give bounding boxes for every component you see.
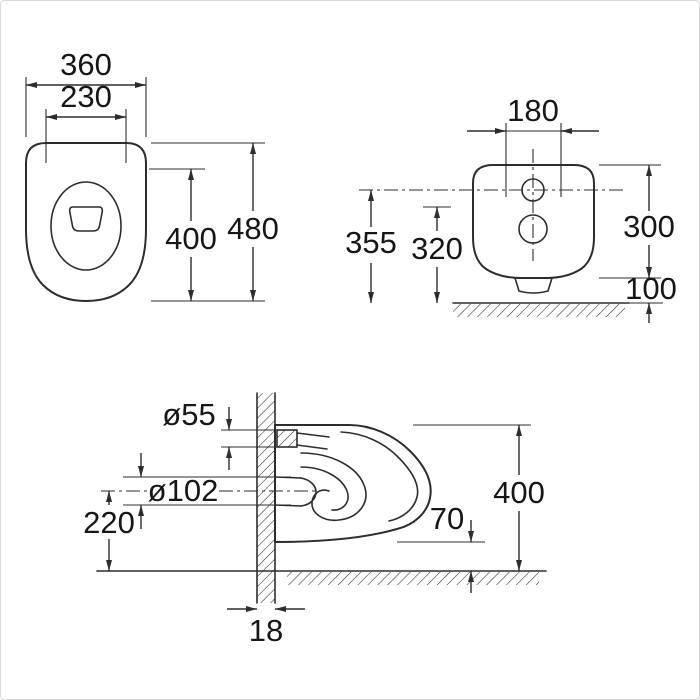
dim-side-outlet-axis-height: 220 bbox=[83, 491, 135, 571]
dim-label-300: 300 bbox=[623, 209, 675, 244]
side-trap-curve-outer bbox=[300, 452, 367, 522]
dim-side-outlet-diameter: ø102 bbox=[123, 453, 291, 529]
dim-label-230: 230 bbox=[60, 79, 112, 114]
dim-label-355: 355 bbox=[345, 225, 397, 260]
side-trap-curve-inner bbox=[300, 466, 349, 511]
dim-label-d102: ø102 bbox=[148, 473, 219, 508]
ground-hatch bbox=[287, 572, 539, 585]
dim-plan-hinge-centers: 230 bbox=[45, 79, 127, 163]
side-view: ø55 ø102 220 70 400 bbox=[83, 392, 547, 648]
inlet-pipe bbox=[276, 429, 298, 448]
front-body-outline bbox=[472, 164, 595, 279]
dim-label-180: 180 bbox=[507, 93, 559, 128]
dim-label-70: 70 bbox=[430, 501, 464, 536]
front-ground bbox=[452, 302, 663, 317]
plan-bowl-outline bbox=[25, 142, 147, 302]
dim-label-220: 220 bbox=[83, 505, 135, 540]
dim-front-top-height: 355 bbox=[345, 190, 397, 303]
front-view: 180 355 320 300 100 bbox=[345, 93, 677, 323]
wall-hatch bbox=[257, 393, 275, 603]
side-rim-line bbox=[340, 431, 419, 522]
inlet-line bbox=[296, 432, 330, 438]
dim-front-bottom-clearance: 100 bbox=[625, 271, 677, 323]
dim-label-18: 18 bbox=[249, 613, 283, 648]
dim-side-overall-height: 400 bbox=[413, 424, 545, 571]
side-ground bbox=[96, 570, 547, 585]
dim-label-100: 100 bbox=[625, 271, 677, 306]
outlet-bend bbox=[300, 477, 317, 507]
dim-side-front-clearance: 70 bbox=[397, 501, 485, 593]
plan-seat-opening bbox=[50, 181, 122, 271]
dim-side-inlet-diameter: ø55 bbox=[162, 397, 281, 470]
inlet-line bbox=[296, 444, 328, 450]
dim-front-fixing-centers: 180 bbox=[467, 93, 599, 197]
ground-hatch bbox=[453, 304, 625, 317]
dim-side-wall-offset: 18 bbox=[227, 606, 305, 648]
front-outlet-foot bbox=[514, 277, 553, 294]
dim-label-360: 360 bbox=[60, 47, 112, 82]
dim-plan-overall-depth: 480 bbox=[151, 142, 279, 302]
dim-plan-bowl-depth: 400 bbox=[149, 168, 217, 301]
dim-label-400: 400 bbox=[165, 221, 217, 256]
dim-label-320: 320 bbox=[411, 231, 463, 266]
dim-label-400-side: 400 bbox=[493, 475, 545, 510]
dim-label-d55: ø55 bbox=[162, 397, 215, 432]
side-bowl-outline bbox=[274, 424, 432, 543]
plan-view: 360 230 400 480 bbox=[25, 47, 279, 302]
plan-water-outline bbox=[68, 206, 104, 232]
dim-front-body-height: 300 bbox=[599, 164, 675, 279]
dim-front-mid-height: 320 bbox=[411, 206, 463, 303]
dim-label-480: 480 bbox=[227, 211, 279, 246]
inlet-connection bbox=[276, 429, 330, 450]
dim-plan-overall-width: 360 bbox=[25, 47, 147, 137]
